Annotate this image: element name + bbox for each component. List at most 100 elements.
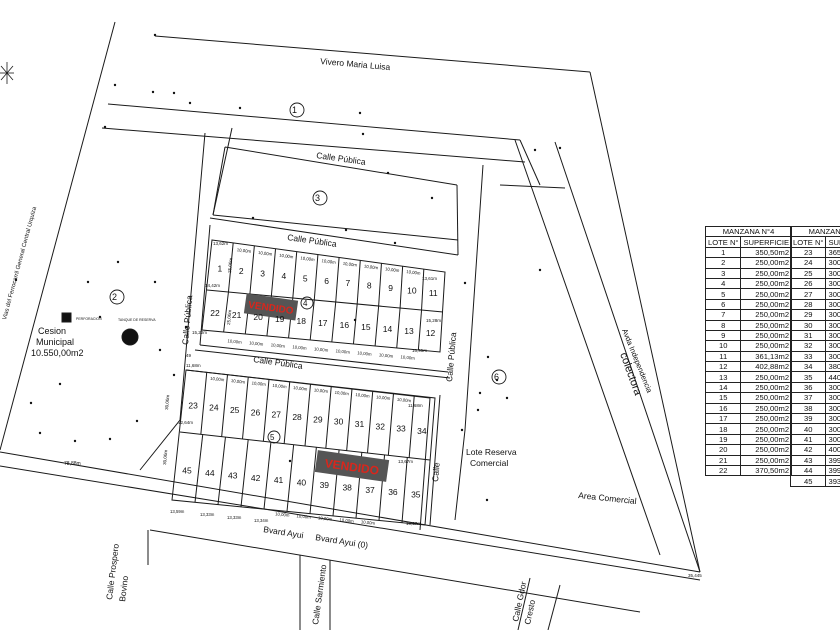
post-label: 49 — [186, 353, 192, 358]
street-bvard-1: Bvard Ayui — [263, 524, 305, 540]
marker-5: 5 — [270, 433, 275, 442]
marker-6: 6 — [494, 372, 499, 382]
lot-number-cell: 40 — [789, 423, 827, 435]
m4-lot-4: 4 — [282, 271, 287, 281]
lot-area-cell: 250,00m2 — [740, 340, 793, 352]
lot-area-cell: 402,88m2 — [740, 361, 793, 373]
m5-bottom-dim-4: 10,00m — [361, 519, 376, 526]
lot-number-cell: 4 — [704, 277, 742, 290]
lot-area-cell: 250,00m2 — [740, 413, 793, 425]
lot-area-cell: 250,00m2 — [740, 444, 793, 456]
m4-bottom-dim-0: 10,00m — [227, 338, 242, 344]
m5-top-dim-0: 10,00m — [210, 376, 225, 383]
m4-dim-right-mid: 15,28m — [426, 318, 441, 323]
m5-bottom-dim-1: 10,00m — [296, 513, 311, 520]
col-header-lote: LOTE N° — [704, 236, 742, 248]
corner-dim: 35,445 — [688, 573, 702, 578]
lot-area-cell: 300 — [825, 277, 840, 290]
street-calle-publica-3: Calle Pública — [253, 354, 304, 371]
lot-number-cell: 1 — [704, 246, 742, 259]
marker-2: 2 — [112, 292, 117, 302]
lot-area-cell: 250,00m2 — [740, 277, 793, 290]
m4-lot-11: 11 — [429, 288, 438, 298]
sold-badge-m5: VENDIDO — [314, 450, 390, 482]
lot-area-cell: 250,00m2 — [740, 298, 793, 311]
m4-lot-5: 5 — [303, 273, 308, 283]
lot-number-cell: 31 — [789, 329, 827, 342]
lot-number-cell: 45 — [789, 475, 827, 487]
m5-lot-27: 27 — [272, 410, 282, 420]
perforation-label: PERFORACION — [76, 317, 102, 321]
m4-lot-2: 2 — [239, 266, 244, 276]
lot-area-cell: 250,00m2 — [740, 371, 793, 383]
m5-top-dim-6: 10,00m — [334, 390, 349, 397]
lot-number-cell: 26 — [789, 277, 827, 290]
col-header-superficie: SUPERFICIE — [740, 236, 793, 248]
lot-area-cell: 250,00m2 — [740, 288, 793, 300]
lot-number-cell: 13 — [704, 371, 742, 383]
m5-dim-bottom-right: 15,67m — [406, 521, 421, 526]
street-sarmiento: Calle Sarmiento — [310, 564, 328, 626]
lot-area-cell: 365 — [825, 246, 840, 259]
m4-bottom-dim-7: 10,00m — [379, 352, 394, 358]
lot-area-cell: 399 — [825, 454, 840, 467]
vivero-label: Vivero Maria Luisa — [320, 56, 391, 72]
lot-number-cell: 25 — [789, 267, 827, 279]
lot-number-cell: 3 — [704, 267, 742, 279]
m4-top-dim-4: 10,00m — [321, 258, 336, 265]
m4-top-dim-6: 10,00m — [364, 264, 379, 271]
m4-top-dim-0: 10,00m — [237, 247, 252, 254]
m4-dim-left-mid: 14,42m — [205, 283, 220, 288]
lot-number-cell: 30 — [789, 319, 827, 331]
lot-number-cell: 9 — [704, 329, 742, 342]
m5-dim-top-left: 11,68m — [186, 363, 201, 368]
perforation-icon — [61, 312, 72, 323]
m5-dim-bottom-left-2: 13,33m — [227, 515, 242, 520]
lot-area-cell: 250,00m2 — [740, 381, 793, 394]
lot-number-cell: 41 — [789, 433, 827, 446]
m4-top-dim-8: 10,00m — [406, 269, 421, 276]
m5-lot-37: 37 — [365, 485, 375, 495]
m4-lot-12: 12 — [426, 328, 436, 338]
m5-lot-26: 26 — [251, 407, 261, 417]
m5-bottom-dim-0: 10,00m — [275, 511, 290, 518]
m4-lot-19: 19 — [275, 314, 285, 324]
boundary-lines — [0, 21, 701, 581]
lot-number-cell: 5 — [704, 288, 742, 300]
lot-number-cell: 39 — [789, 413, 827, 425]
m4-dim-top-left: 13,62m — [213, 241, 228, 246]
lot-number-cell: 7 — [704, 309, 742, 321]
area-comercial-label: Area Comercial — [578, 490, 637, 506]
lot-area-cell: 300 — [825, 257, 840, 269]
m5-lot-45: 45 — [182, 466, 192, 476]
lot-area-cell: 300 — [825, 319, 840, 331]
lot-number-cell: 33 — [789, 350, 827, 363]
col-header-lote: LOTE N° — [789, 236, 827, 248]
m5-top-dim-2: 10,00m — [251, 380, 266, 387]
lot-area-cell: 361,13m2 — [740, 350, 793, 363]
m5-top-dim-3: 10,00m — [272, 383, 287, 390]
m5-lot-32: 32 — [376, 421, 386, 431]
m4-lot-14: 14 — [383, 324, 393, 334]
tank-label: TANQUE DE RESERVA — [118, 318, 156, 322]
m5-top-dim-5: 10,00m — [314, 387, 329, 394]
street-calle-publica-1: Calle Pública — [316, 150, 367, 167]
m5-bottom-dim-3: 10,00m — [339, 517, 354, 524]
lot-number-cell: 35 — [789, 371, 827, 383]
